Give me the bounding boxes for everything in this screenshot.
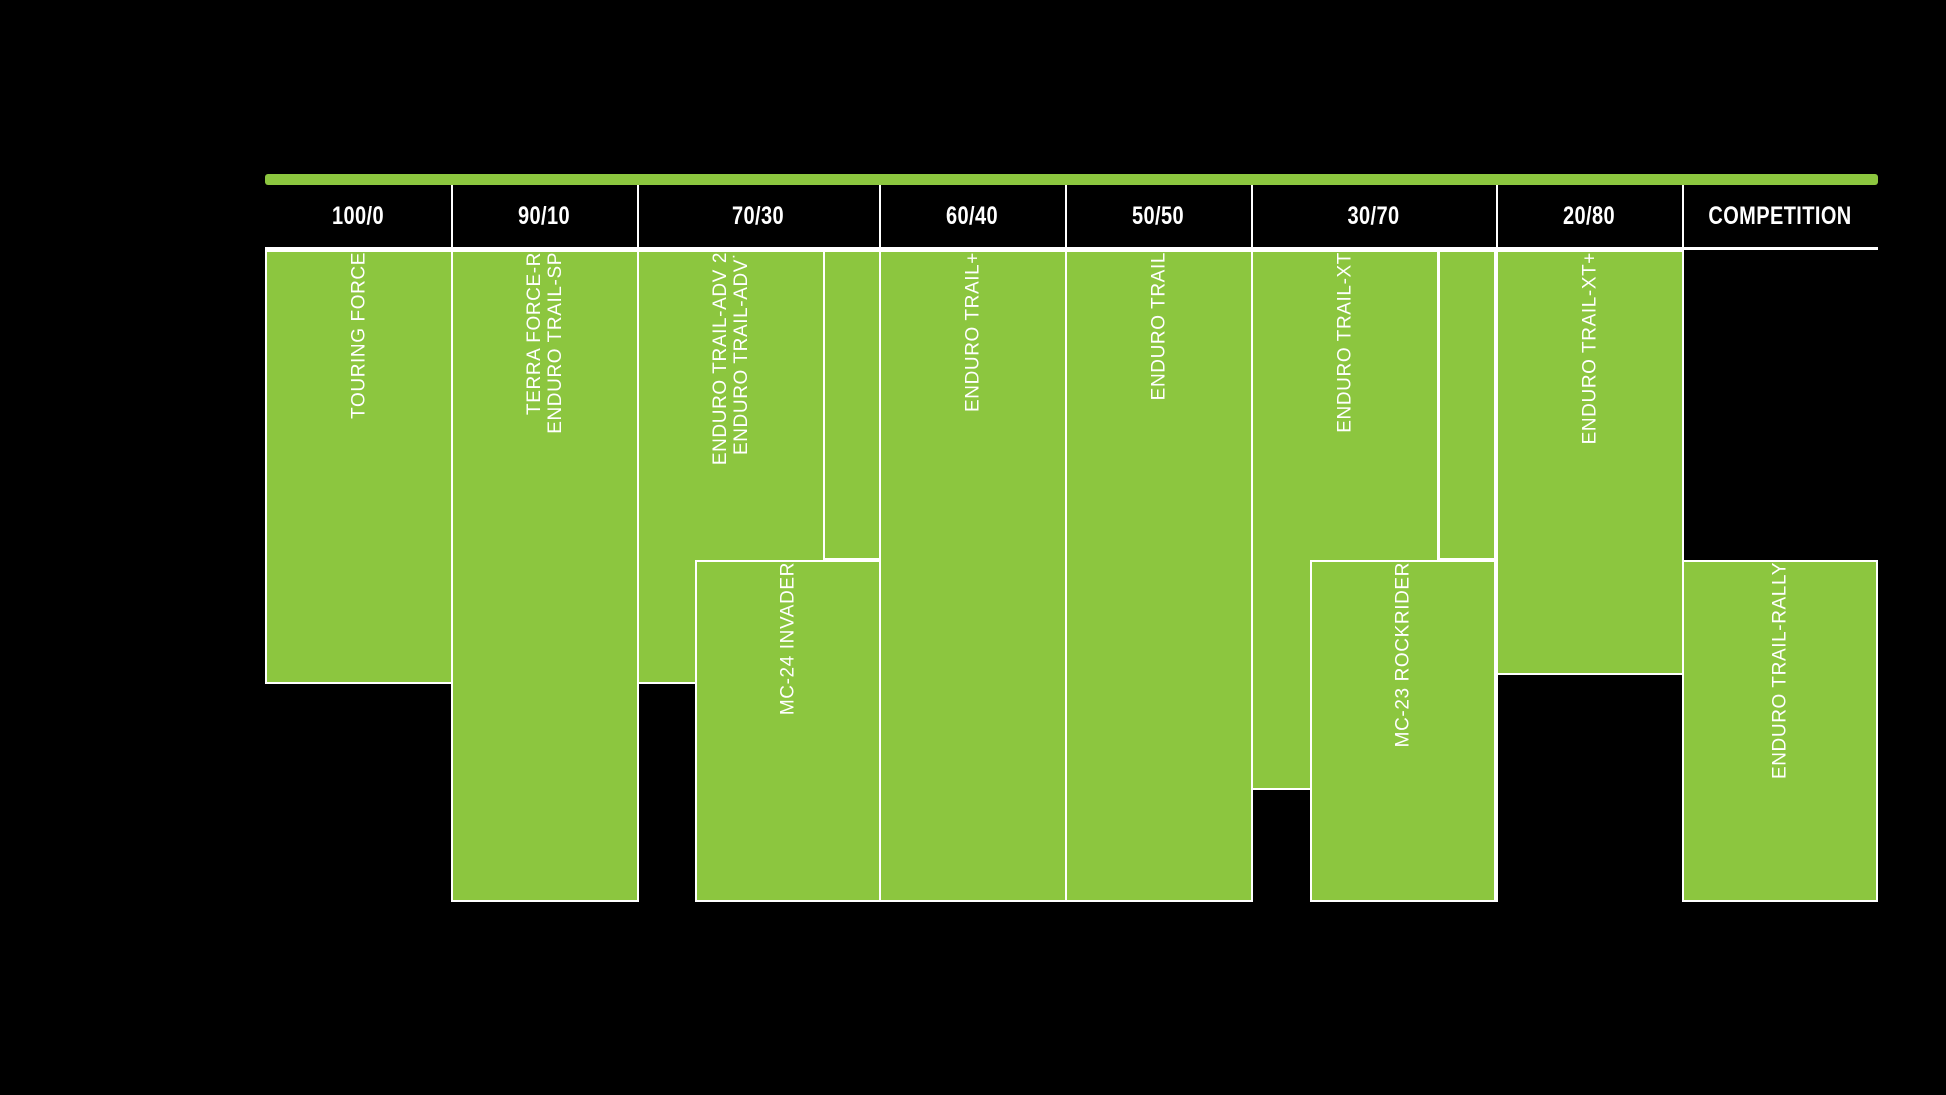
bar-label-enduro-trail-xt-plus: ENDURO TRAIL-XT+ — [1579, 252, 1601, 445]
bar-label-mc-23-rockrider: MC-23 ROCKRIDER — [1392, 562, 1414, 748]
bar-enduro-trail-plus[interactable]: ENDURO TRAIL+ — [879, 250, 1067, 902]
header-divider-3 — [879, 185, 881, 247]
bar-enduro-trail-xt-extension[interactable] — [1438, 250, 1496, 560]
bar-label-enduro-trail-adv: ENDURO TRAIL-ADV˙ — [731, 252, 752, 456]
bar-label-terra-force-r: TERRA FORCE-R — [524, 252, 545, 415]
bar-enduro-trail-rally[interactable]: ENDURO TRAIL-RALLY — [1682, 560, 1878, 902]
header-underline — [265, 247, 1878, 250]
plot-area: TOURING FORCE TERRA FORCE-R ENDURO TRAIL… — [265, 250, 1878, 902]
header-divider-6 — [1496, 185, 1498, 247]
header-divider-4 — [1065, 185, 1067, 247]
bar-label-enduro-trail: ENDURO TRAIL — [1148, 252, 1170, 401]
bar-mc-23-rockrider[interactable]: MC-23 ROCKRIDER — [1310, 560, 1496, 902]
bar-enduro-trail-xt-plus[interactable]: ENDURO TRAIL-XT+ — [1496, 250, 1684, 675]
bar-label-group: MC-24 INVADER — [777, 562, 799, 900]
column-header-competition[interactable]: COMPETITION — [1708, 201, 1852, 230]
column-header-50-50[interactable]: 50/50 — [1131, 201, 1185, 230]
bar-label-group: ENDURO TRAIL+ — [962, 252, 984, 900]
bar-label-group: ENDURO TRAIL-XT+ — [1579, 252, 1601, 673]
column-header-30-70[interactable]: 30/70 — [1347, 201, 1400, 230]
column-header-90-10[interactable]: 90/10 — [517, 201, 571, 230]
bar-label-enduro-trail-xt: ENDURO TRAIL-XT — [1334, 252, 1356, 433]
top-accent-rule — [265, 174, 1878, 185]
bar-label-enduro-trail-plus: ENDURO TRAIL+ — [962, 252, 984, 413]
column-header-20-80[interactable]: 20/80 — [1562, 201, 1616, 230]
bar-label-mc-24-invader: MC-24 INVADER — [777, 562, 799, 716]
bar-label-touring-force: TOURING FORCE — [348, 252, 370, 419]
bar-enduro-trail[interactable]: ENDURO TRAIL — [1065, 250, 1253, 902]
column-header-band: 100/0 90/10 70/30 60/40 50/50 30/70 20/8… — [265, 185, 1878, 247]
bar-terra-force-r[interactable]: TERRA FORCE-R ENDURO TRAIL-SP — [451, 250, 639, 902]
bar-label-enduro-trail-sp: ENDURO TRAIL-SP — [545, 252, 566, 434]
header-divider-1 — [451, 185, 453, 247]
bar-mc-24-invader[interactable]: MC-24 INVADER — [695, 560, 881, 902]
header-divider-2 — [637, 185, 639, 247]
bar-label-group: TERRA FORCE-R ENDURO TRAIL-SP — [524, 252, 566, 900]
bar-touring-force[interactable]: TOURING FORCE — [265, 250, 453, 684]
bar-label-enduro-trail-adv-2: ENDURO TRAIL-ADV 2 — [710, 252, 731, 466]
bar-label-enduro-trail-rally: ENDURO TRAIL-RALLY — [1769, 562, 1791, 780]
column-header-60-40[interactable]: 60/40 — [945, 201, 999, 230]
bar-label-group: ENDURO TRAIL-RALLY — [1769, 562, 1791, 900]
header-divider-7 — [1682, 185, 1684, 247]
bar-label-group: ENDURO TRAIL — [1148, 252, 1170, 900]
bar-enduro-trail-adv-extension[interactable] — [823, 250, 881, 560]
column-header-100-0[interactable]: 100/0 — [331, 201, 385, 230]
column-header-70-30[interactable]: 70/30 — [731, 201, 785, 230]
header-divider-5 — [1251, 185, 1253, 247]
bar-label-group: MC-23 ROCKRIDER — [1392, 562, 1414, 900]
bar-label-group: TOURING FORCE — [348, 252, 370, 682]
